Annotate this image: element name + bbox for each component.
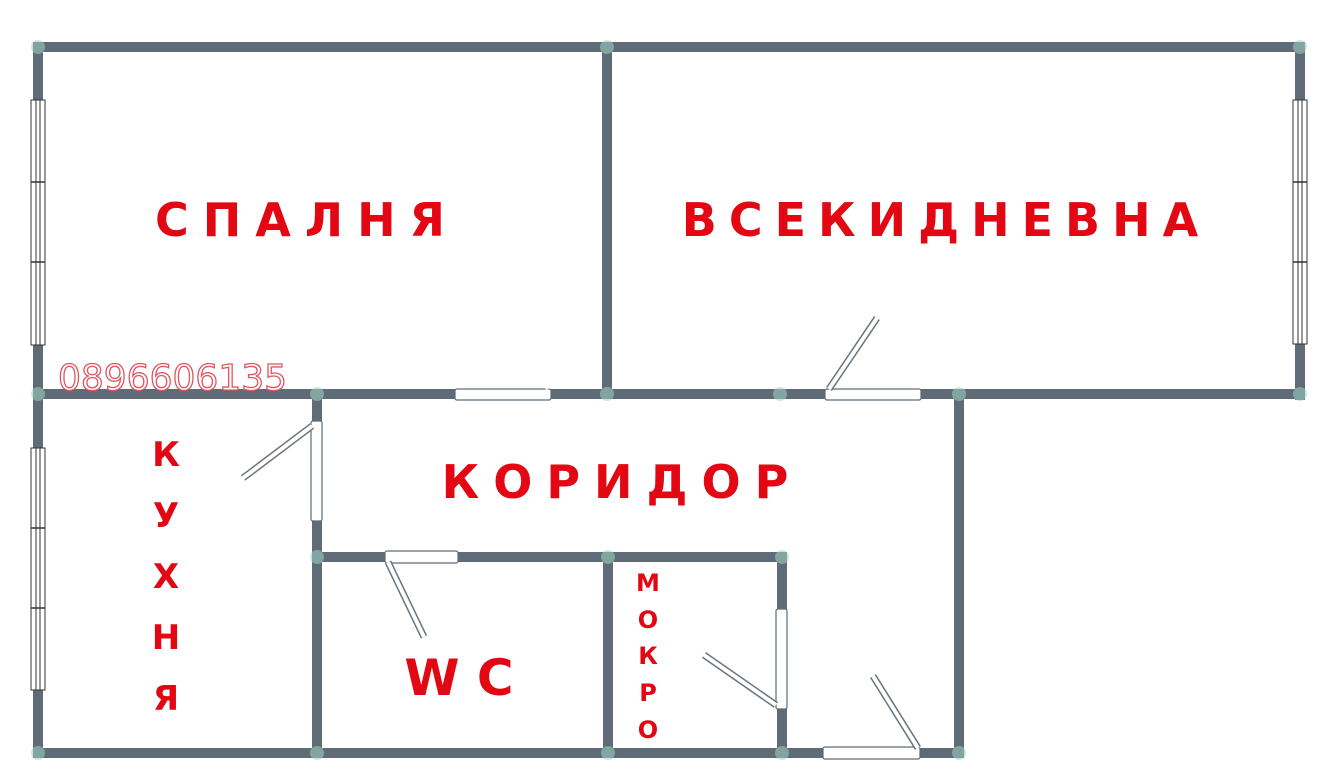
room-label-living-room: ВСЕКИДНЕВНА <box>682 193 1210 247</box>
wall-top <box>33 42 1305 52</box>
room-label-bedroom: СПАЛНЯ <box>155 193 459 247</box>
wet-room-letter: Р <box>639 679 657 707</box>
room-label-kitchen: К У Х Н Я <box>152 435 180 719</box>
wall-junctions <box>31 40 1307 760</box>
watermark-phone-number: 0896606135 <box>58 358 287 399</box>
wall-bottom <box>33 748 964 758</box>
window-bedroom <box>30 99 46 346</box>
wet-room-letter: М <box>636 569 660 597</box>
kitchen-letter: У <box>153 496 179 536</box>
wall-wc-top <box>312 552 787 562</box>
door-wc[interactable] <box>384 550 459 639</box>
kitchen-letter: Х <box>153 557 179 597</box>
wet-room-letter: О <box>638 606 658 634</box>
kitchen-letter: Я <box>153 679 179 719</box>
door-living-room[interactable] <box>824 316 922 401</box>
door-wet-room[interactable] <box>702 608 788 710</box>
wall-mid-horizontal <box>33 389 1305 399</box>
wet-room-letter: К <box>638 642 658 670</box>
wall-corridor-right <box>954 389 964 758</box>
door-entrance[interactable] <box>822 674 921 760</box>
room-label-wc: W C <box>404 649 513 707</box>
kitchen-letter: Н <box>152 618 180 658</box>
wall-bedroom-living <box>602 42 612 399</box>
room-label-wet-room: М О К Р О <box>636 569 660 744</box>
windows <box>30 99 1308 691</box>
door-kitchen[interactable] <box>240 420 323 522</box>
wall-wc-wet <box>603 552 613 758</box>
window-kitchen <box>30 447 46 691</box>
door-bedroom[interactable] <box>454 316 552 401</box>
wet-room-letter: О <box>638 716 658 744</box>
room-labels: СПАЛНЯ ВСЕКИДНЕВНА КОРИДОР W C К У Х Н Я… <box>152 193 1210 744</box>
window-living-room <box>1292 99 1308 345</box>
wall-kitchen-corridor <box>312 389 322 758</box>
kitchen-letter: К <box>152 435 180 475</box>
doors <box>240 316 922 760</box>
room-label-corridor: КОРИДОР <box>442 455 803 509</box>
walls <box>33 42 1305 758</box>
